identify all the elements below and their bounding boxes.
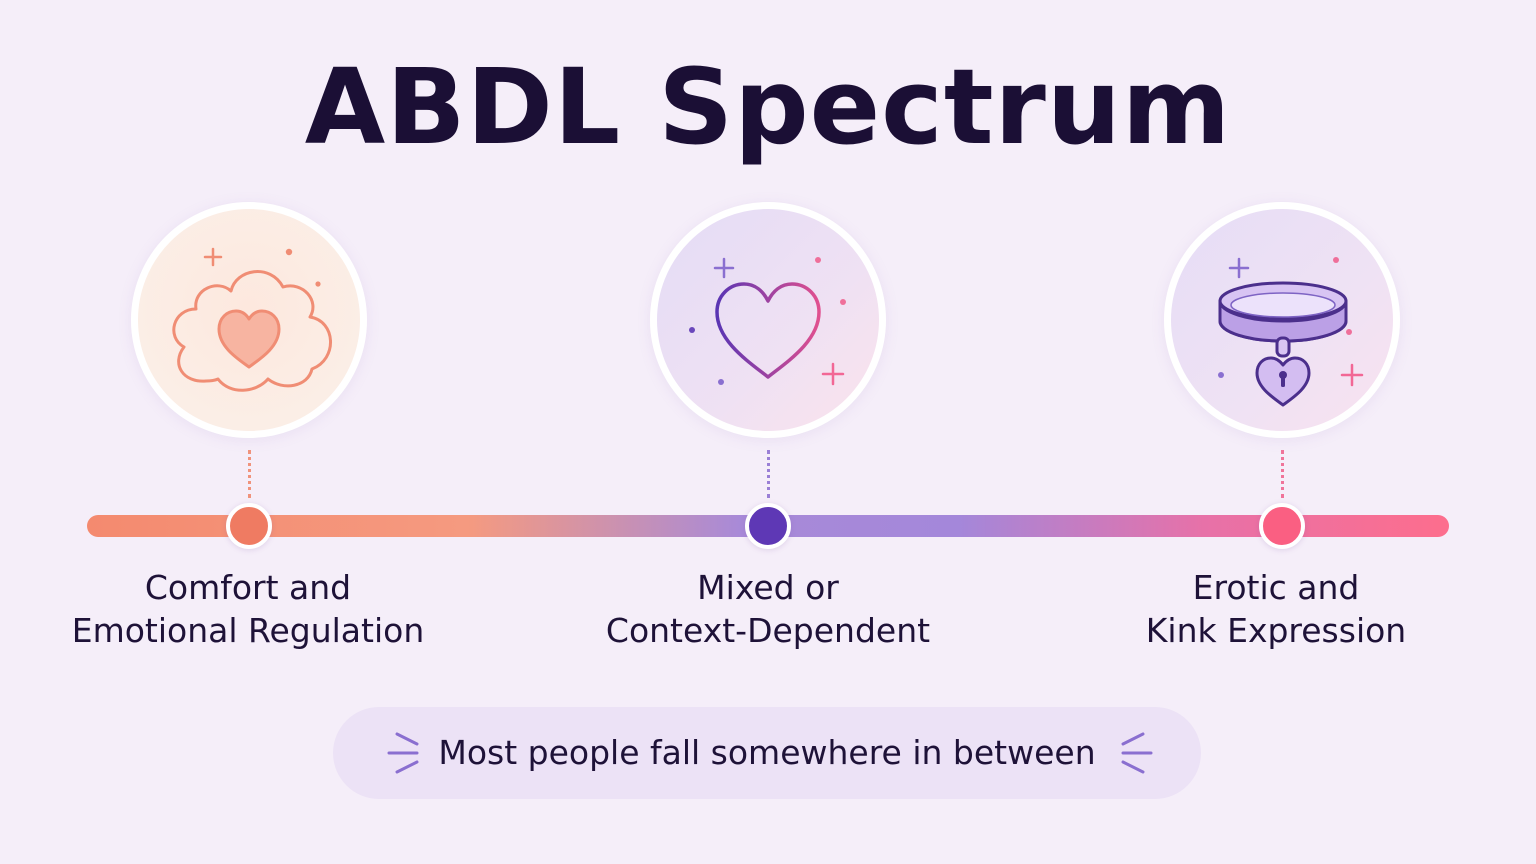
- label-line: Context-Dependent: [605, 611, 931, 650]
- connector-line: [767, 450, 770, 498]
- note-text: Most people fall somewhere in between: [438, 733, 1096, 772]
- connector-line: [1281, 450, 1284, 498]
- label-mixed: Mixed or Context-Dependent: [558, 566, 978, 652]
- mixed-icon-circle: [650, 202, 886, 438]
- spectrum-marker-mixed: [745, 503, 791, 549]
- label-line: Erotic and: [1192, 568, 1360, 607]
- label-erotic: Erotic and Kink Expression: [1066, 566, 1486, 652]
- page-title: ABDL Spectrum: [304, 46, 1232, 168]
- connector-line: [248, 450, 251, 498]
- label-line: Emotional Regulation: [71, 611, 425, 650]
- spectrum-marker-comfort: [226, 503, 272, 549]
- spectrum-marker-erotic: [1259, 503, 1305, 549]
- comfort-icon-circle: [131, 202, 367, 438]
- note-pill: Most people fall somewhere in between: [333, 707, 1201, 799]
- erotic-icon-circle: [1164, 202, 1400, 438]
- heart-cloud-icon: [172, 247, 332, 392]
- burst-lines-icon: [1121, 732, 1153, 774]
- label-line: Kink Expression: [1145, 611, 1407, 650]
- collar-heart-lock-icon: [1218, 257, 1364, 407]
- burst-lines-icon: [387, 732, 419, 774]
- label-line: Mixed or: [697, 568, 839, 607]
- label-comfort: Comfort and Emotional Regulation: [38, 566, 458, 652]
- label-line: Comfort and: [144, 568, 352, 607]
- heart-outline-icon: [689, 257, 846, 386]
